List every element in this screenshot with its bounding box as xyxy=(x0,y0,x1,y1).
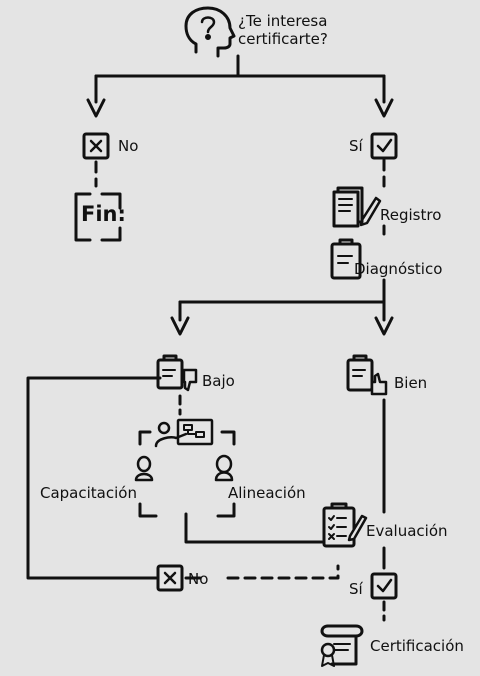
training-frame xyxy=(138,430,236,518)
clipboard-thumbs-up-icon xyxy=(346,354,388,396)
connector-eval-no xyxy=(226,564,340,580)
start-question-label: ¿Te interesa certificarte? xyxy=(238,12,328,48)
capacitacion-label: Capacitación xyxy=(40,484,137,502)
head-question-icon xyxy=(184,6,236,58)
si-label: Sí xyxy=(349,137,363,155)
fin-label: Fin: xyxy=(81,202,126,226)
bajo-label: Bajo xyxy=(202,372,235,390)
person-icon xyxy=(214,454,234,482)
no-label: No xyxy=(118,137,139,155)
arrow-down-no xyxy=(86,98,106,118)
alineacion-label: Alineación xyxy=(228,484,306,502)
check-box-icon xyxy=(370,132,398,160)
clipboard-thumbs-down-icon xyxy=(156,354,198,392)
clipboard-icon xyxy=(330,238,362,280)
x-box-icon xyxy=(82,132,110,160)
certificacion-label: Certificación xyxy=(370,637,464,655)
eval-si-label: Sí xyxy=(349,580,363,598)
document-pen-icon xyxy=(332,186,382,228)
x-box-icon xyxy=(156,564,184,592)
connector-training-evaluacion xyxy=(184,512,324,544)
certificate-scroll-icon xyxy=(320,624,364,667)
diagnostico-label: Diagnóstico xyxy=(354,260,443,278)
eval-no-label: No xyxy=(188,570,209,588)
checklist-pencil-icon xyxy=(322,502,368,548)
fin-box-icon xyxy=(74,192,122,242)
arrow-down-bajo xyxy=(170,316,190,336)
arrow-down-si xyxy=(374,98,394,118)
arrow-down-bien xyxy=(374,316,394,336)
connector-bajo-loop xyxy=(26,376,162,580)
bien-label: Bien xyxy=(394,374,428,392)
connectors xyxy=(26,54,386,622)
check-box-icon xyxy=(370,572,398,600)
person-icon xyxy=(134,455,154,482)
presenter-flowchart-icon xyxy=(154,418,214,448)
registro-label: Registro xyxy=(380,206,442,224)
evaluacion-label: Evaluación xyxy=(366,522,448,540)
